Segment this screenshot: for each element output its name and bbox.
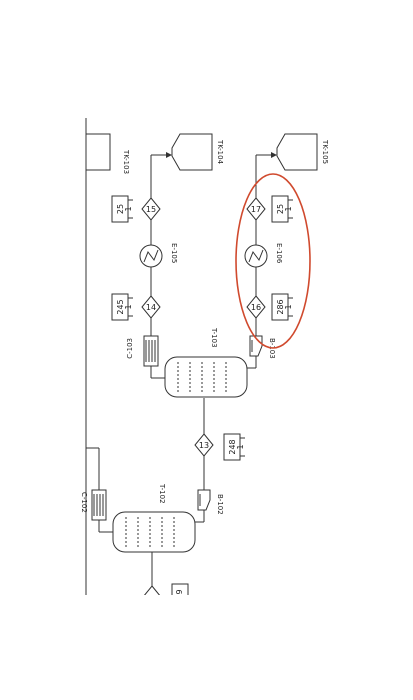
svg-text:245: 245: [116, 299, 125, 314]
condenser-c103[interactable]: [143, 335, 159, 367]
svg-text:248: 248: [228, 439, 237, 454]
stream-marker-13[interactable]: 13: [194, 433, 214, 457]
highlight-ellipse: [235, 173, 311, 349]
c103-label: C-103: [126, 338, 134, 359]
stream-marker-16[interactable]: 16: [246, 295, 266, 319]
tag-16: 286 1: [271, 293, 293, 321]
svg-text:17: 17: [251, 205, 261, 214]
crop-mask: [0, 595, 413, 700]
svg-text:13: 13: [199, 441, 209, 450]
svg-text:25: 25: [116, 204, 125, 214]
tag-13: 248 1: [223, 433, 245, 461]
e105-label: E-105: [170, 243, 178, 263]
reboiler-b102[interactable]: [197, 489, 211, 511]
t102-label: T-102: [158, 483, 166, 504]
tag-17: 25 1: [271, 195, 293, 223]
column-t102[interactable]: [112, 511, 196, 553]
c102-label: C-102: [80, 492, 88, 513]
stream-marker-14[interactable]: 14: [141, 295, 161, 319]
svg-text:16: 16: [251, 303, 261, 312]
tank-tk105[interactable]: [276, 133, 318, 171]
column-t103[interactable]: [164, 356, 248, 398]
tag-14: 245 1: [111, 293, 133, 321]
t103-label: T-103: [210, 327, 218, 348]
svg-text:1: 1: [124, 304, 133, 309]
tk104-label: TK-104: [216, 139, 224, 165]
heat-exchanger-e105[interactable]: [139, 244, 163, 268]
tk105-label: TK-105: [321, 139, 329, 164]
stream-marker-17[interactable]: 17: [246, 197, 266, 221]
e106-label: E-106: [275, 243, 283, 264]
svg-text:286: 286: [276, 299, 285, 314]
svg-text:1: 1: [236, 444, 245, 449]
svg-text:1: 1: [284, 206, 293, 211]
svg-text:25: 25: [276, 204, 285, 214]
stream-marker-15[interactable]: 15: [141, 197, 161, 221]
svg-text:1: 1: [124, 206, 133, 211]
tk103-label: TK-103: [122, 149, 130, 174]
heat-exchanger-e106[interactable]: [244, 244, 268, 268]
condenser-c102[interactable]: [91, 489, 107, 521]
svg-text:9: 9: [175, 589, 184, 594]
svg-text:1: 1: [284, 304, 293, 309]
svg-text:15: 15: [146, 205, 156, 214]
tag-15: 25 1: [111, 195, 133, 223]
tank-tk104[interactable]: [171, 133, 213, 171]
svg-text:14: 14: [146, 303, 156, 312]
b102-label: B-102: [216, 494, 224, 515]
tank-tk103[interactable]: [86, 133, 111, 171]
